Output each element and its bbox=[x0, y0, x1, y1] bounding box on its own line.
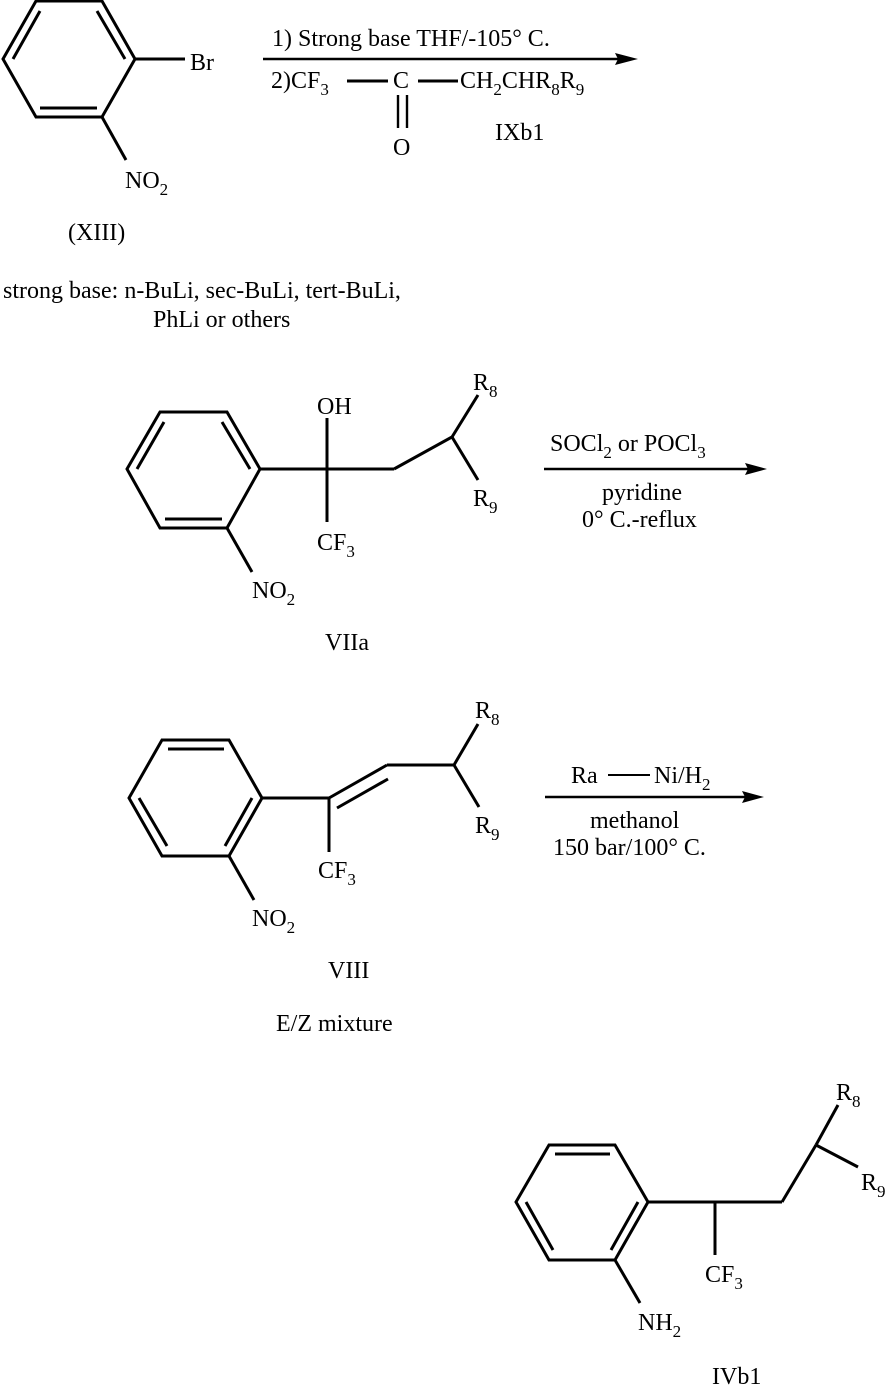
carbonyl-oxygen: O bbox=[393, 135, 410, 161]
cf3-label: CF3 bbox=[705, 1262, 743, 1293]
compound-id-viia: VIIa bbox=[325, 630, 369, 656]
benzene-ring-icon bbox=[514, 1143, 650, 1262]
compound-xiii: Br NO2 (XIII) bbox=[1, 0, 214, 246]
r8-label: R8 bbox=[473, 370, 498, 401]
benzene-ring-icon bbox=[125, 410, 262, 530]
condition-1-line2-cf3: 2)CF3 bbox=[271, 68, 329, 99]
reaction-arrow-1: 1) Strong base THF/-105° C. 2)CF3 C CH2C… bbox=[263, 26, 638, 161]
reaction-arrow-3: Ra Ni/H2 methanol 150 bar/100° C. bbox=[545, 763, 764, 861]
ez-mixture-note: E/Z mixture bbox=[276, 1011, 393, 1037]
compound-viii: CF3 NO2 R8 R9 VIII E/Z mixture bbox=[127, 698, 500, 1037]
condition-1-line1: 1) Strong base THF/-105° C. bbox=[272, 26, 550, 52]
carbonyl-carbon: C bbox=[393, 68, 409, 94]
arrow-head-icon bbox=[615, 53, 638, 65]
condition-2-below2: 0° C.-reflux bbox=[582, 507, 697, 533]
strong-base-note-line1: strong base: n-BuLi, sec-BuLi, tert-BuLi… bbox=[3, 278, 401, 304]
r8-label: R8 bbox=[836, 1080, 861, 1111]
condition-2-above: SOCl2 or POCl3 bbox=[550, 431, 706, 462]
condition-3-below2: 150 bar/100° C. bbox=[553, 835, 706, 861]
reagent-id-ixb1: IXb1 bbox=[495, 120, 544, 146]
hydroxyl-label: OH bbox=[317, 394, 352, 420]
condition-3-above-ni: Ni/H2 bbox=[654, 763, 711, 794]
r8-label: R8 bbox=[475, 698, 500, 729]
compound-viia: OH CF3 NO2 R8 R9 VIIa bbox=[125, 370, 498, 656]
bromo-label: Br bbox=[190, 50, 214, 76]
cf3-label: CF3 bbox=[317, 530, 355, 561]
nitro-label: NO2 bbox=[252, 578, 295, 609]
benzene-ring-icon bbox=[1, 0, 137, 119]
condition-2-below1: pyridine bbox=[602, 480, 682, 506]
r9-label: R9 bbox=[475, 813, 500, 844]
compound-id-viii: VIII bbox=[328, 958, 369, 984]
compound-id-ivb1: IVb1 bbox=[712, 1364, 761, 1390]
cf3-label: CF3 bbox=[318, 858, 356, 889]
arrow-head-icon bbox=[742, 791, 764, 803]
strong-base-note-line2: PhLi or others bbox=[153, 307, 290, 333]
r9-label: R9 bbox=[861, 1170, 886, 1201]
condition-3-above-ra: Ra bbox=[571, 763, 598, 789]
compound-id-xiii: (XIII) bbox=[68, 220, 125, 246]
condition-1-line2-chain: CH2CHR8R9 bbox=[460, 68, 584, 99]
condition-3-below1: methanol bbox=[590, 808, 680, 834]
reaction-arrow-2: SOCl2 or POCl3 pyridine 0° C.-reflux bbox=[544, 431, 767, 533]
nitro-label: NO2 bbox=[125, 168, 168, 199]
nitro-label: NO2 bbox=[252, 906, 295, 937]
benzene-ring-icon bbox=[127, 738, 264, 858]
r9-label: R9 bbox=[473, 486, 498, 517]
amine-label: NH2 bbox=[638, 1310, 681, 1341]
arrow-head-icon bbox=[745, 463, 767, 475]
compound-ivb1: CF3 NH2 R8 R9 IVb1 bbox=[514, 1080, 886, 1390]
